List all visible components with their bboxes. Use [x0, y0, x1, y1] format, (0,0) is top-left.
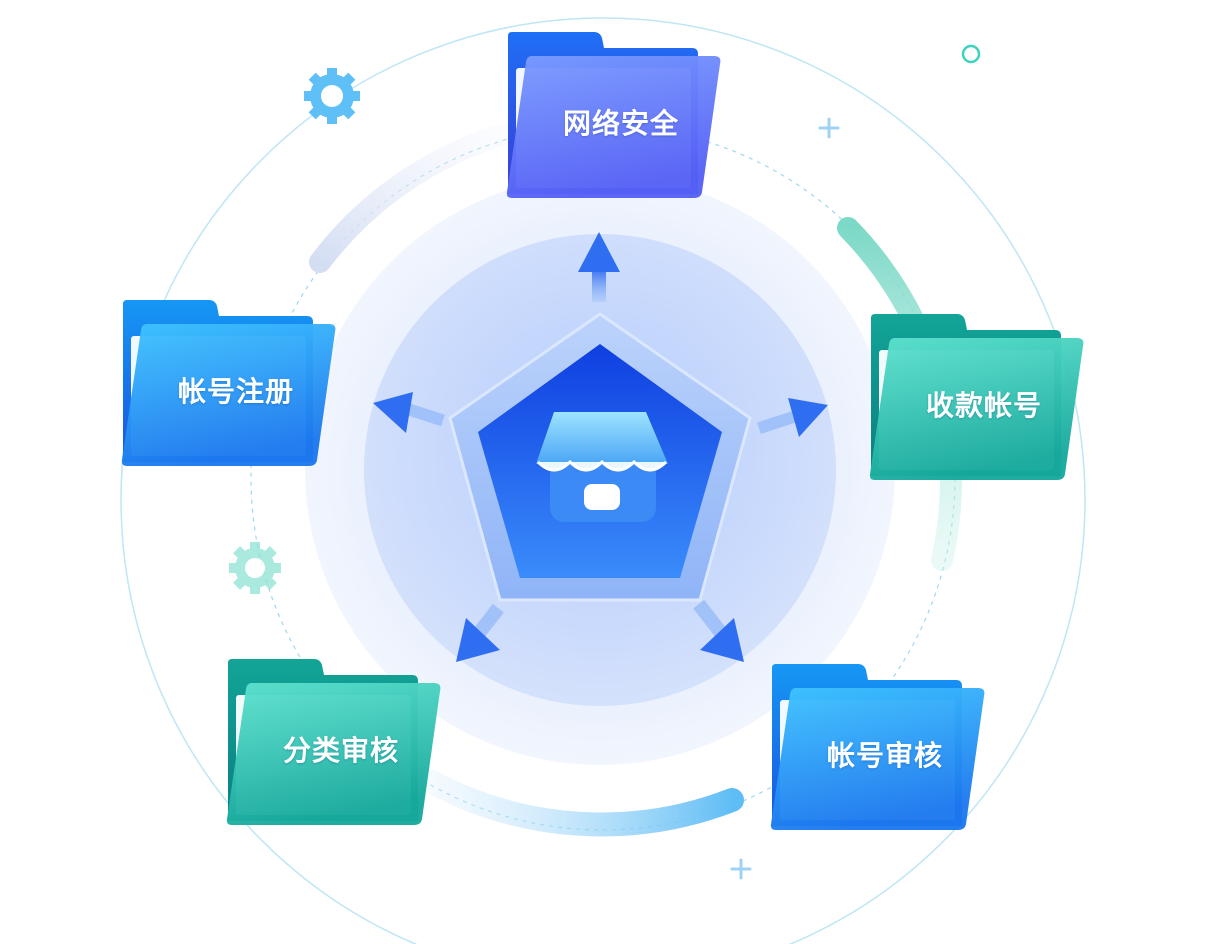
plus-icon	[730, 858, 752, 880]
folder-payment-account[interactable]: 收款帐号	[869, 312, 1085, 482]
arrow-down-right-icon	[693, 599, 744, 662]
gear-icon	[304, 68, 360, 124]
folder-account-registration[interactable]: 帐号注册	[121, 298, 337, 468]
ring-icon	[961, 44, 981, 64]
arrow-down-left-icon	[456, 603, 504, 662]
folder-category-review[interactable]: 分类审核	[226, 657, 442, 827]
folder-label: 网络安全	[562, 107, 679, 140]
storefront-icon	[536, 412, 668, 522]
folder-label: 收款帐号	[925, 389, 1042, 422]
folder-label: 帐号注册	[177, 375, 294, 408]
grey-arc	[309, 121, 523, 273]
folder-label: 分类审核	[282, 734, 399, 767]
folder-account-review[interactable]: 帐号审核	[770, 662, 986, 832]
outer-ring	[120, 17, 1086, 944]
plus-icon	[818, 117, 840, 139]
arrow-left-icon	[373, 392, 445, 433]
folder-network-security[interactable]: 网络安全	[506, 30, 722, 200]
blue-arc	[420, 770, 744, 837]
arrow-up-icon	[578, 232, 620, 302]
folder-label: 帐号审核	[826, 739, 943, 772]
arrow-right-icon	[757, 398, 828, 437]
gear-icon	[229, 542, 281, 594]
